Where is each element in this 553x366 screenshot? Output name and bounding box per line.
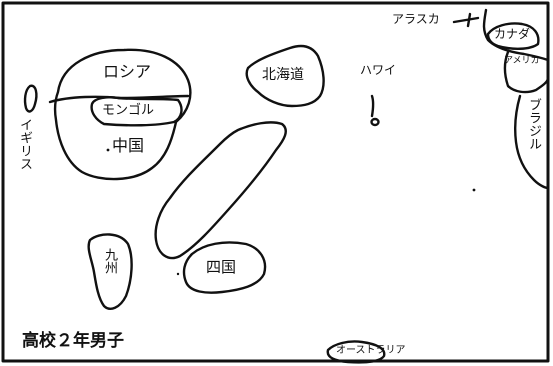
alaska-tick bbox=[466, 12, 472, 28]
uk-label: イギリス bbox=[17, 118, 32, 170]
hawaii-mark bbox=[370, 94, 375, 118]
mongolia-label: モンゴル bbox=[102, 103, 155, 118]
america-coast bbox=[503, 50, 550, 94]
america-label: アメリカ bbox=[504, 56, 540, 66]
hokkaido-shape bbox=[245, 44, 325, 108]
mongolia-shape bbox=[90, 96, 183, 127]
south-america-coast bbox=[514, 94, 550, 190]
alaska-label: アラスカ bbox=[392, 12, 440, 26]
honshu-shape bbox=[154, 121, 287, 260]
north-america-coast bbox=[482, 8, 550, 62]
caption-text: 高校２年男子 bbox=[22, 331, 124, 351]
kyushu-shape bbox=[87, 233, 133, 310]
russia-label: ロシア bbox=[103, 62, 152, 81]
canada-label: カナダ bbox=[494, 27, 531, 41]
brazil-label: ブラジル bbox=[526, 98, 541, 150]
hawaii-label: ハワイ bbox=[360, 63, 397, 77]
alaska-line bbox=[452, 16, 480, 24]
australia-label: オーストラリア bbox=[336, 345, 406, 356]
map-dot bbox=[472, 188, 476, 192]
map-dot bbox=[106, 148, 110, 152]
china-label: 中国 bbox=[112, 136, 145, 155]
eurasia-shape bbox=[53, 48, 192, 181]
hawaii-island bbox=[370, 117, 380, 127]
australia-shape bbox=[326, 340, 386, 364]
map-dot bbox=[176, 272, 180, 276]
shikoku-label: 四国 bbox=[206, 258, 237, 276]
shikoku-shape bbox=[182, 241, 267, 294]
canada-shape bbox=[486, 22, 540, 50]
kyushu-label: 九州 bbox=[102, 248, 117, 274]
uk-shape bbox=[23, 84, 38, 113]
hokkaido-label: 北海道 bbox=[262, 67, 304, 83]
